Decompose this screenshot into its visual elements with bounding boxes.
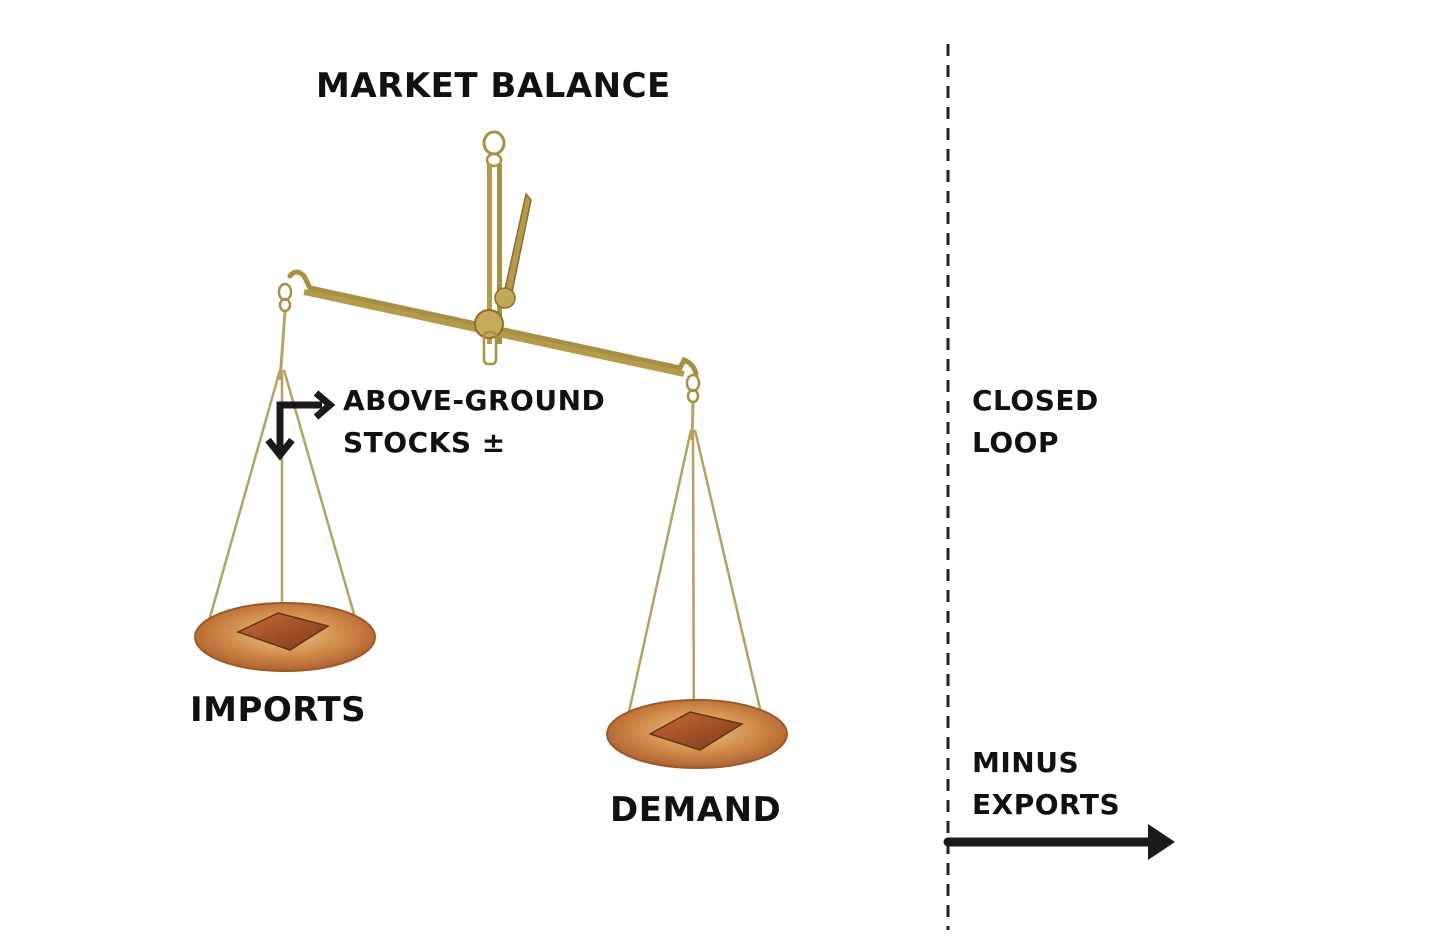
closed-line-1: CLOSED	[972, 384, 1099, 417]
diagram-title: MARKET BALANCE	[316, 66, 671, 106]
minus-exports-label: MINUS EXPORTS	[972, 742, 1120, 826]
exports-line-1: MINUS	[972, 746, 1080, 779]
right-down-arrow-icon	[265, 390, 336, 461]
closed-loop-label: CLOSED LOOP	[972, 380, 1099, 464]
right-arrow-icon	[943, 824, 1175, 860]
stocks-line-1: ABOVE-GROUND	[343, 384, 606, 417]
exports-line-2: EXPORTS	[972, 788, 1121, 821]
stocks-line-2: STOCKS ±	[343, 426, 506, 459]
balance-scale-icon	[194, 130, 788, 769]
imports-label: IMPORTS	[190, 690, 367, 730]
closed-line-2: LOOP	[972, 426, 1059, 459]
above-ground-stocks-label: ABOVE-GROUND STOCKS ±	[343, 380, 605, 464]
demand-label: DEMAND	[610, 790, 782, 830]
